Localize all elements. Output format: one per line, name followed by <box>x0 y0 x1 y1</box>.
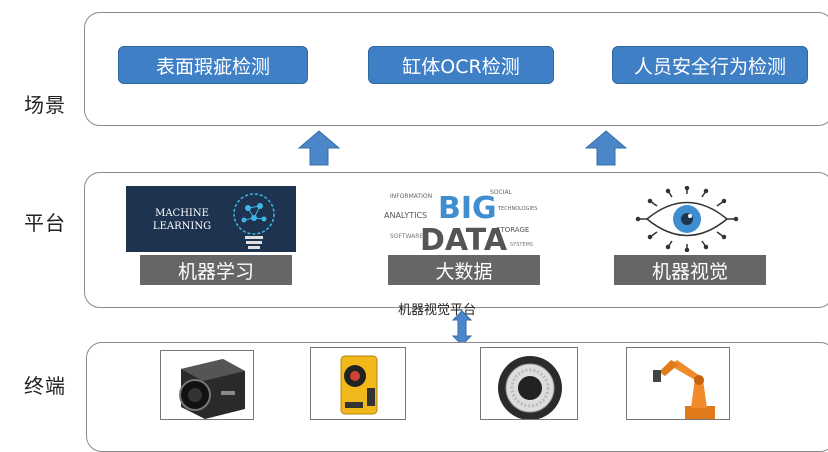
robot-arm-icon <box>653 360 715 419</box>
data-text: DATA <box>420 223 508 254</box>
device-ring-light <box>480 347 578 420</box>
smart-camera-icon <box>340 355 378 415</box>
big-data-image: INFORMATION SOCIAL ANALYTICS TECHNOLOGIE… <box>384 189 537 254</box>
platform-caption: 机器视觉平台 <box>398 303 477 318</box>
scene-ocr-button[interactable]: 缸体OCR检测 <box>368 46 554 84</box>
svg-text:SOCIAL: SOCIAL <box>490 189 513 196</box>
svg-text:SOFTWARE: SOFTWARE <box>390 233 423 240</box>
svg-text:ANALYTICS: ANALYTICS <box>384 211 427 220</box>
layer-label-terminal: 终端 <box>24 374 66 398</box>
svg-text:SYSTEMS: SYSTEMS <box>510 242 533 248</box>
device-industrial-camera <box>160 350 254 420</box>
brain-bulb-icon <box>233 193 275 249</box>
platform-bigdata-label: 大数据 <box>388 255 540 285</box>
ml-text-2: LEARNING <box>153 221 211 232</box>
ring-light-icon <box>498 356 562 419</box>
big-text: BIG <box>438 191 497 226</box>
device-robot-arm <box>626 347 730 420</box>
platform-ml-label: 机器学习 <box>140 255 292 285</box>
device-smart-camera <box>310 347 406 420</box>
up-arrow-icon-left <box>298 130 340 166</box>
industrial-camera-icon <box>179 359 245 419</box>
ml-text-1: MACHINE <box>155 208 209 219</box>
platform-vision-label: 机器视觉 <box>614 255 766 285</box>
up-arrow-icon-right <box>585 130 627 166</box>
svg-text:INFORMATION: INFORMATION <box>390 193 432 200</box>
svg-text:TECHNOLOGIES: TECHNOLOGIES <box>497 206 537 212</box>
scene-safety-button[interactable]: 人员安全行为检测 <box>612 46 808 84</box>
machine-vision-eye-icon <box>635 186 739 252</box>
layer-label-platform: 平台 <box>24 211 66 235</box>
scene-surface-defect-button[interactable]: 表面瑕疵检测 <box>118 46 308 84</box>
svg-text:STORAGE: STORAGE <box>496 226 529 234</box>
double-arrow-icon <box>452 310 472 346</box>
machine-learning-image: MACHINE LEARNING <box>126 186 296 252</box>
layer-label-scene: 场景 <box>24 93 66 117</box>
